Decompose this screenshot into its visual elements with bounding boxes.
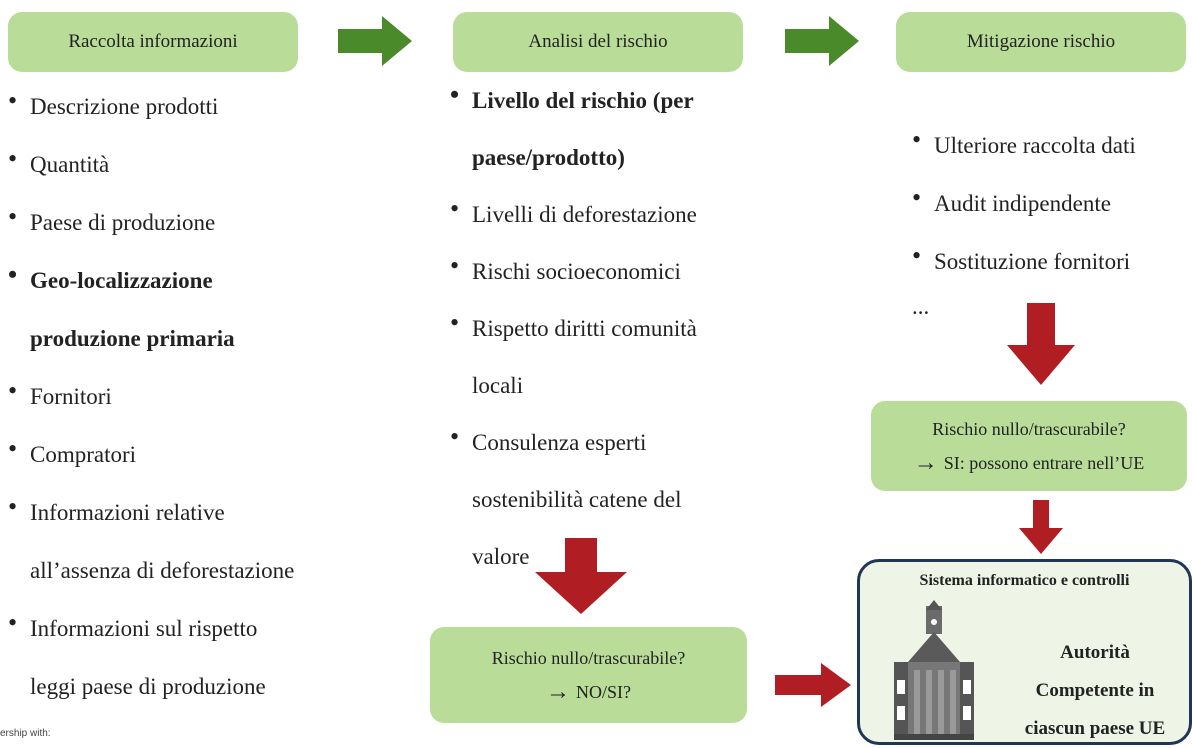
- question-box-left: Rischio nullo/trascurabile? → NO/SI?: [430, 627, 747, 723]
- bullet-icon: •: [912, 183, 922, 212]
- bullet-icon: •: [8, 202, 18, 231]
- bullet-icon: •: [8, 376, 18, 405]
- step-box-mitigation: Mitigazione rischio: [896, 12, 1186, 72]
- authority-name: Autorità Competente in ciascun paese UE: [1024, 642, 1166, 739]
- question-text: Rischio nullo/trascurabile?: [932, 419, 1126, 439]
- right-arrow-icon: →: [913, 450, 938, 476]
- step-box-collect: Raccolta informazioni: [8, 12, 298, 72]
- authority-title: Sistema informatico e controlli: [919, 572, 1130, 589]
- list-item: •Sostituzione fornitori: [912, 233, 1192, 291]
- bullet-icon: •: [912, 125, 922, 154]
- bullet-icon: •: [450, 308, 460, 337]
- right-arrow-icon: →: [546, 679, 570, 705]
- list-item: •Paese di produzione: [8, 194, 388, 252]
- list-item: •Livelli di deforestazione: [450, 186, 770, 243]
- authority-box: Sistema informatico e controlli Autorità…: [857, 559, 1192, 745]
- bullet-icon: •: [8, 260, 18, 289]
- bullet-icon: •: [912, 241, 922, 270]
- mitigation-list: •Ulteriore raccolta dati •Audit indipend…: [912, 117, 1192, 291]
- step-box-analysis: Analisi del rischio: [453, 12, 743, 72]
- bullet-icon: •: [450, 194, 460, 223]
- answer-line: → SI: possono entrare nell’UE: [914, 446, 1144, 480]
- step-label-mitigation: Mitigazione rischio: [966, 31, 1116, 52]
- bullet-icon: •: [450, 251, 460, 280]
- answer-text: NO/SI?: [576, 682, 631, 702]
- list-item: •Descrizione prodotti: [8, 78, 388, 136]
- answer-line: → NO/SI?: [546, 675, 631, 709]
- red-down-arrow-mitigation: [1007, 303, 1075, 385]
- list-item: •Ulteriore raccolta dati: [912, 117, 1192, 175]
- list-item: •Fornitori: [8, 368, 388, 426]
- bullet-icon: •: [450, 80, 460, 109]
- red-right-arrow: [775, 663, 851, 707]
- bullet-icon: •: [8, 608, 18, 637]
- list-item: •Quantità: [8, 136, 388, 194]
- building-icon: [894, 600, 974, 740]
- collect-list: •Descrizione prodotti •Quantità •Paese d…: [8, 78, 388, 716]
- answer-text: SI: possono entrare nell’UE: [943, 453, 1145, 473]
- bullet-icon: •: [450, 422, 460, 451]
- footer-fragment: ership with:: [0, 728, 51, 739]
- bullet-icon: •: [8, 86, 18, 115]
- bullet-icon: •: [8, 434, 18, 463]
- step-label-analysis: Analisi del rischio: [528, 31, 668, 52]
- green-right-arrow-1: [338, 16, 412, 66]
- bullet-icon: •: [8, 144, 18, 173]
- list-item: •Audit indipendente: [912, 175, 1192, 233]
- green-right-arrow-2: [785, 16, 859, 66]
- red-down-arrow-analysis: [535, 538, 627, 614]
- bullet-icon: •: [8, 492, 18, 521]
- question-box-right: Rischio nullo/trascurabile? → SI: posson…: [871, 401, 1187, 491]
- mitigation-more: ...: [912, 294, 930, 319]
- list-item: •Compratori: [8, 426, 388, 484]
- question-text: Rischio nullo/trascurabile?: [491, 648, 686, 668]
- red-down-arrow-authority: [1019, 500, 1063, 554]
- step-label-collect: Raccolta informazioni: [68, 31, 238, 52]
- list-item: •Rischi socioeconomici: [450, 243, 770, 300]
